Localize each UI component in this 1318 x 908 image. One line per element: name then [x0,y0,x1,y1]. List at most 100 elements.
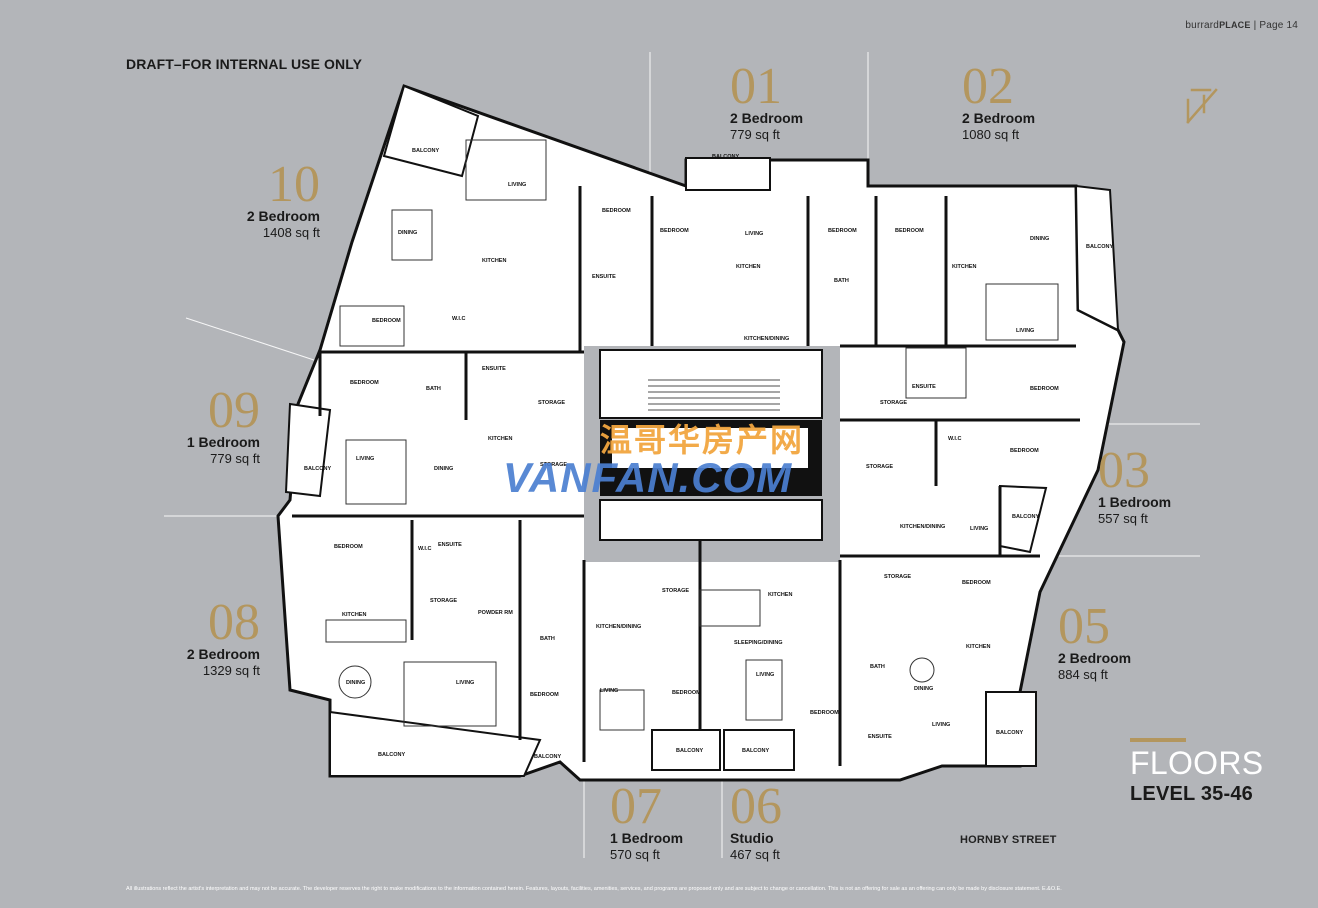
room-balcony-08b: BALCONY [534,754,562,760]
unit-type: 2 Bedroom [962,110,1036,126]
unit-callout-01: 01 2 Bedroom 779 sq ft [730,58,804,143]
room-storage-03a: STORAGE [880,400,907,406]
room-dining-08: DINING [346,680,365,686]
room-elevator: ELEVATOR LOBBY [672,492,722,498]
room-living-03: LIVING [970,526,988,532]
room-bedroom-02b: BEDROOM [895,228,924,234]
room-bedroom-03a: BEDROOM [1030,386,1059,392]
unit-type: 2 Bedroom [246,208,320,224]
room-bedroom-01b: BEDROOM [660,228,689,234]
unit-size: 1080 sq ft [962,127,1020,142]
room-dining-09: DINING [434,466,453,472]
room-balcony-05: BALCONY [996,730,1024,736]
unit-type: 1 Bedroom [186,434,260,450]
unit-callout-09: 09 1 Bedroom 779 sq ft [166,382,260,467]
room-bedroom-09: BEDROOM [350,380,379,386]
page-number: | Page 14 [1253,20,1298,31]
unit-type: 2 Bedroom [1058,650,1132,666]
unit-callout-03: 03 1 Bedroom 557 sq ft [1098,442,1172,527]
floors-accent-bar [1130,738,1186,742]
brand-bold: PLACE [1219,20,1251,30]
room-ensuite-05: ENSUITE [868,734,892,740]
north-arrow-icon [1186,88,1218,124]
room-bedroom-05: BEDROOM [962,580,991,586]
room-dining-10: DINING [398,230,417,236]
unit-callout-08: 08 2 Bedroom 1329 sq ft [166,597,260,679]
unit-callout-07: 07 1 Bedroom 570 sq ft [610,778,683,863]
room-living-02: LIVING [1016,328,1034,334]
room-kitchendining-01: KITCHEN/DINING [744,336,789,342]
room-storage-08: STORAGE [430,598,457,604]
room-dining-05: DINING [914,686,933,692]
unit-type: 1 Bedroom [1098,494,1172,510]
room-living-10: LIVING [508,182,526,188]
room-kitchendining-03: KITCHEN/DINING [900,524,945,530]
disclaimer: All illustrations reflect the artist's i… [126,886,1062,892]
room-balcony-02: BALCONY [1086,244,1114,250]
room-storage-05: STORAGE [884,574,911,580]
room-kitchen-08: KITCHEN [342,612,366,618]
room-kitchen-05: KITCHEN [966,644,990,650]
unit-size: 570 sq ft [610,847,660,862]
room-balcony-06: BALCONY [742,748,770,754]
draft-label: DRAFT–FOR INTERNAL USE ONLY [126,56,363,72]
unit-size: 467 sq ft [730,847,780,862]
room-balcony-07: BALCONY [676,748,704,754]
brand-light: burrard [1185,20,1220,31]
unit-number: 09 [208,382,260,439]
room-bedroom-08: BEDROOM [334,544,363,550]
room-dining-02: DINING [1030,236,1049,242]
room-kitchen-10: KITCHEN [482,258,506,264]
unit-type: 2 Bedroom [730,110,804,126]
unit-size: 884 sq ft [1058,667,1108,682]
unit-number: 03 [1098,442,1150,499]
unit-number: 02 [962,58,1014,115]
room-living-06: LIVING [756,672,774,678]
core [584,346,840,562]
room-bath-02: BATH [834,278,849,284]
furniture [325,139,1059,731]
room-kitchen-06: KITCHEN [768,592,792,598]
room-balcony-01: BALCONY [712,154,740,160]
room-balcony-03: BALCONY [1012,514,1040,520]
watermark-chinese: 温哥华房产网 [600,422,805,458]
unit-number: 06 [730,778,782,835]
room-ensuite-01: ENSUITE [592,274,616,280]
room-wlc-03: W.I.C [948,436,961,442]
room-bedroom-07b: BEDROOM [672,690,701,696]
room-living-08: LIVING [456,680,474,686]
room-kitchen-09: KITCHEN [488,436,512,442]
room-bedroom-10: BEDROOM [372,318,401,324]
unit-size: 1329 sq ft [202,663,260,678]
unit-number: 01 [730,58,782,115]
unit-size: 1408 sq ft [262,225,320,240]
room-bath-07: BATH [540,636,555,642]
room-living-05: LIVING [932,722,950,728]
room-labels: BALCONY LIVING DINING KITCHEN BEDROOM W.… [304,148,1114,760]
unit-callout-02: 02 2 Bedroom 1080 sq ft [962,58,1036,143]
room-bedroom-01: BEDROOM [602,208,631,214]
unit-callout-10: 10 2 Bedroom 1408 sq ft [226,156,320,241]
street-label: HORNBY STREET [960,834,1057,846]
balconies [284,84,1120,777]
unit-number: 10 [268,156,320,213]
room-sleeping-06: SLEEPING/DINING [734,640,783,646]
brand-header: burrardPLACE | Page 14 [1185,20,1298,31]
room-bath-05: BATH [870,664,885,670]
room-kitchen-02: KITCHEN [952,264,976,270]
room-ensuite-03: ENSUITE [912,384,936,390]
room-wlc-08: W.I.C [418,546,431,552]
room-storage-07: STORAGE [662,588,689,594]
room-storage-03: STORAGE [866,464,893,470]
floors-level: LEVEL 35-46 [1130,783,1254,805]
room-living-09: LIVING [356,456,374,462]
unit-number: 07 [610,778,662,835]
room-balcony-09: BALCONY [304,466,332,472]
room-bedroom-06: BEDROOM [810,710,839,716]
room-living-07: LIVING [600,688,618,694]
room-balcony-10: BALCONY [412,148,440,154]
room-bedroom-03: BEDROOM [1010,448,1039,454]
room-storage-09: STORAGE [538,400,565,406]
room-storage-core: STORAGE [540,462,567,468]
room-powder-08: POWDER RM [478,610,513,616]
